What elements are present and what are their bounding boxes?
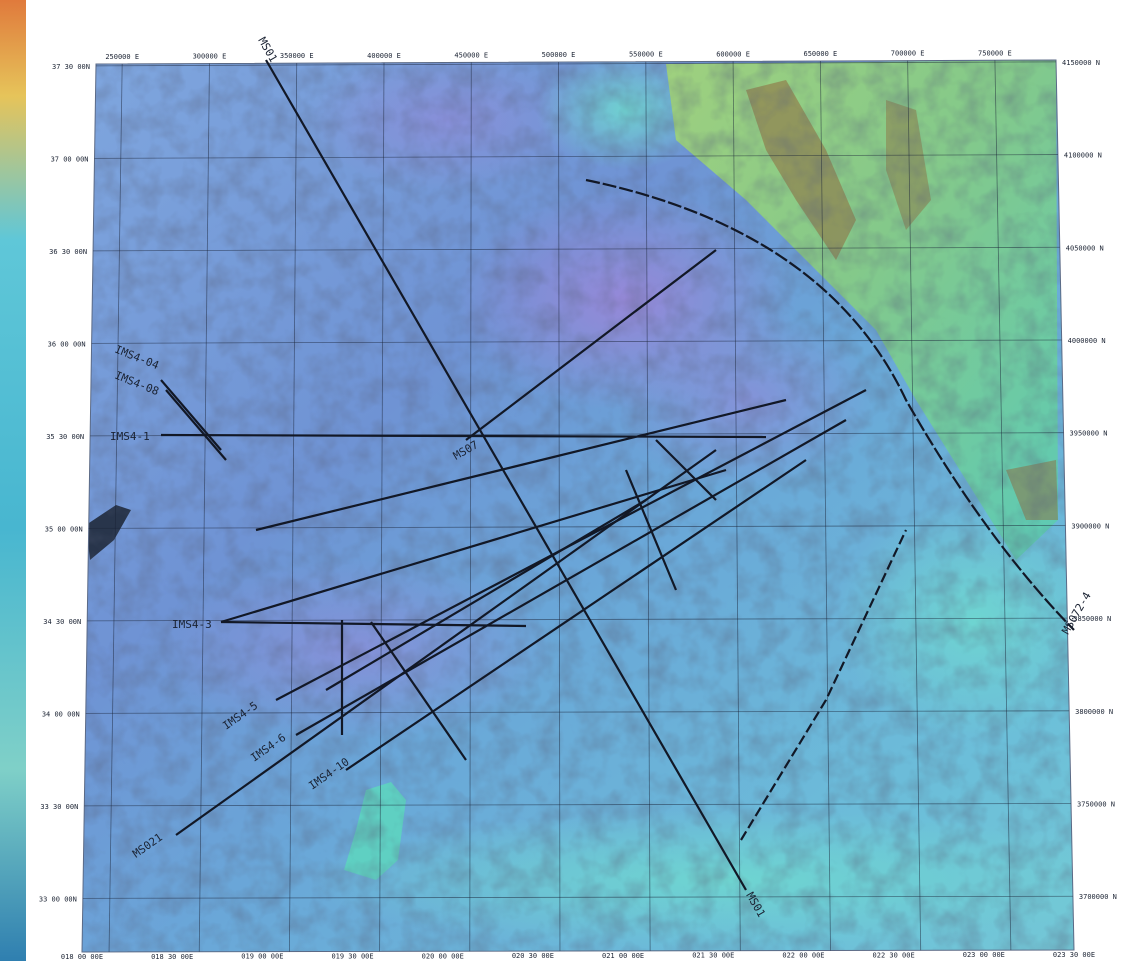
longitude-label: 021 30 00E [692,952,734,960]
northing-label: 3700000 N [1079,893,1117,901]
lat-label: 36 00 00N [48,340,86,348]
easting-label: 400000 E [367,52,401,60]
longitude-label: 019 00 00E [241,953,283,961]
northing-label: 4000000 N [1068,337,1106,345]
label-ms01: MS01 [255,35,280,64]
survey-line-c [370,621,467,761]
easting-label: 550000 E [629,51,663,59]
longitude-label: 023 00 00E [963,951,1005,959]
easting-label: 600000 E [716,50,750,58]
easting-label: 750000 E [978,49,1012,57]
longitude-label: 018 30 00E [151,953,193,961]
longitude-labels: 018 00 00E 018 30 00E 019 00 00E 019 30 00E… [61,951,1095,961]
latitude-labels: 37 30 00N 37 00 00N 36 30 00N 36 00 00N 35 3… [39,63,90,903]
easting-label: 350000 E [280,52,314,60]
lat-label: 36 30 00N [49,248,87,256]
lat-label: 33 30 00N [40,803,78,811]
graticule [82,60,1073,952]
easting-label: 500000 E [542,51,576,59]
survey-line-ims4-6 [295,419,847,736]
survey-line-e [655,439,717,501]
survey-line-g [740,529,907,841]
easting-label: 250000 E [105,53,139,61]
easting-label: 450000 E [454,51,488,59]
adjacent-figure-edge [0,0,26,961]
survey-line-ims4-04 [160,379,222,451]
survey-lines [160,59,1075,891]
northing-label: 3900000 N [1071,522,1109,530]
survey-line-b [325,499,647,691]
lat-label: 33 00 00N [39,895,77,903]
longitude-label: 018 00 00E [61,953,103,961]
easting-label: 650000 E [804,50,838,58]
longitude-label: 021 00 00E [602,952,644,960]
map-figure: 37 30 00N 37 00 00N 36 30 00N 36 00 00N 35 3… [26,0,1137,961]
survey-line-ims4-10 [345,459,807,771]
northing-label: 4150000 N [1062,59,1100,67]
northing-label: 4100000 N [1064,152,1102,160]
lat-label: 35 30 00N [46,433,84,441]
label-ims4-3: IMS4-3 [172,618,212,631]
survey-line-f [624,469,678,591]
survey-line-ims4-1 [160,433,767,439]
longitude-label: 020 30 00E [512,952,554,960]
longitude-label: 020 00 00E [422,952,464,960]
northing-label: 4050000 N [1066,244,1104,252]
lat-label: 35 00 00N [45,525,83,533]
northing-label: 3750000 N [1077,801,1115,809]
lat-label: 37 00 00N [51,155,89,163]
survey-line-ms01 [265,59,747,891]
survey-line-ms03 [175,449,717,836]
northing-label: 3850000 N [1073,615,1111,623]
lat-label: 34 30 00N [43,618,81,626]
label-ims4-1: IMS4-1 [110,430,150,443]
lat-label: 34 00 00N [42,710,80,718]
survey-line-ms072 [585,178,1075,631]
longitude-label: 022 00 00E [782,952,824,960]
lat-label: 37 30 00N [52,63,90,71]
longitude-label: 022 30 00E [873,951,915,959]
northing-labels: 4150000 N 4100000 N 4050000 N 4000000 N 3950… [1062,59,1117,901]
easting-labels: 250000 E 300000 E 350000 E 400000 E 450000 E… [105,49,1011,61]
bathymetry-map: 37 30 00N 37 00 00N 36 30 00N 36 00 00N 35 3… [39,35,1117,961]
longitude-label: 019 30 00E [331,952,373,960]
survey-line-ms07 [465,249,717,441]
survey-line-ims4-3-diag [220,468,727,624]
survey-line-ims4-08 [165,389,227,461]
easting-label: 700000 E [891,50,925,58]
survey-line-a [255,398,787,532]
longitude-label: 023 30 00E [1053,951,1095,959]
northing-label: 3800000 N [1075,708,1113,716]
northing-label: 3950000 N [1070,430,1108,438]
easting-label: 300000 E [193,53,227,61]
